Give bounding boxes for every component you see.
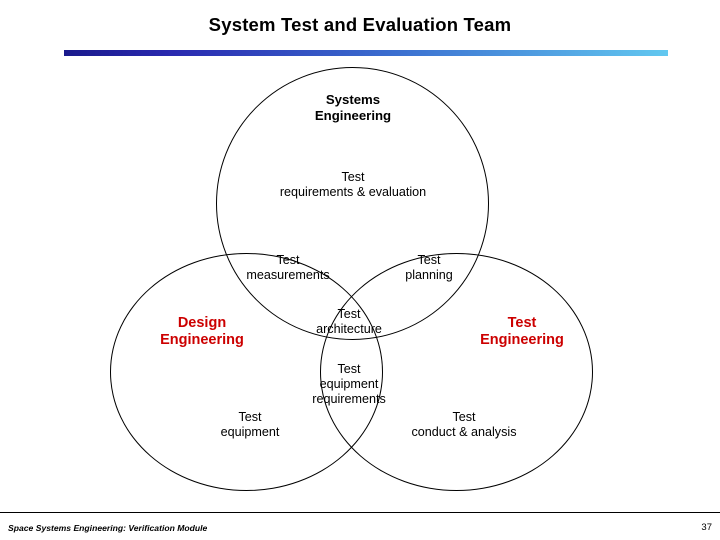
title-divider (64, 50, 668, 56)
label-test-equipment-requirements: Test equipment requirements (312, 362, 386, 406)
label-design-engineering: Design Engineering (160, 315, 244, 349)
label-test-engineering: Test Engineering (480, 315, 564, 349)
label-test-conduct-analysis: Test conduct & analysis (411, 410, 517, 439)
footer-divider (0, 512, 720, 513)
label-test-architecture: Test architecture (316, 307, 382, 336)
footer-text: Space Systems Engineering: Verification … (8, 523, 208, 533)
label-test-planning: Test planning (405, 253, 453, 282)
label-test-equipment: Test equipment (220, 410, 280, 439)
page-title: System Test and Evaluation Team (208, 14, 512, 35)
label-test-measurements: Test measurements (246, 253, 330, 282)
label-systems-engineering: Systems Engineering (314, 92, 392, 123)
page-number: 37 (701, 522, 712, 533)
circle-test-engineering (320, 253, 593, 491)
label-test-requirements-evaluation: Test requirements & evaluation (279, 170, 427, 199)
